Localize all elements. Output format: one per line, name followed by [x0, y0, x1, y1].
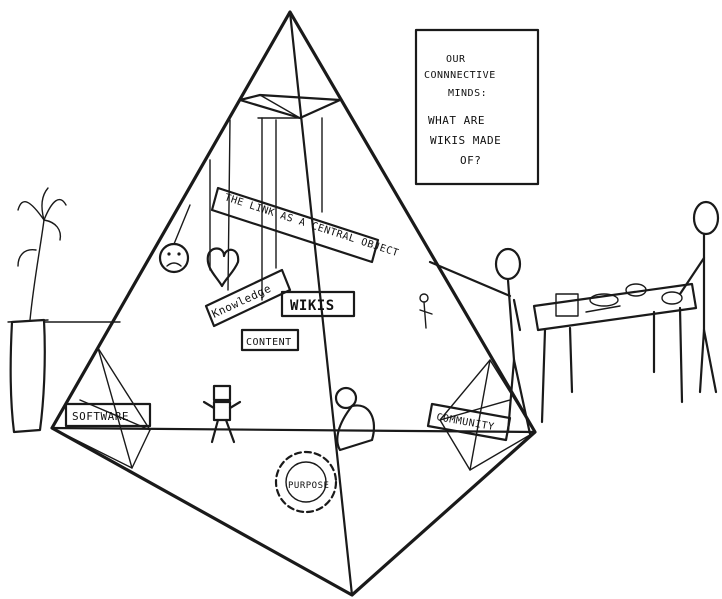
central-object-label: THE LINK AS A CENTRAL OBJECT	[223, 192, 400, 259]
poster-line-4: WHAT ARE	[428, 114, 485, 127]
table	[534, 284, 696, 422]
poster-line-6: OF?	[460, 154, 481, 167]
potted-plant	[8, 188, 66, 432]
poster-line-1: OUR	[446, 54, 466, 65]
small-hanging-figure	[420, 294, 432, 328]
poster-line-5: WIKIS MADE	[430, 134, 501, 147]
robot-figure	[204, 386, 240, 442]
poster-line-2: CONNNECTIVE	[424, 70, 496, 81]
software-label: SOFTWARE	[72, 410, 129, 423]
purpose-label: PURPOSE	[288, 481, 329, 491]
heart-icon	[208, 249, 238, 287]
person-at-table	[680, 202, 718, 392]
poster-line-3: MINDS:	[448, 88, 487, 99]
poster-text: OUR CONNNECTIVE MINDS: WHAT ARE WIKIS MA…	[424, 54, 501, 167]
content-label: CONTENT	[246, 337, 292, 348]
kneeling-person	[336, 388, 374, 450]
wikis-label: WIKIS	[290, 298, 335, 314]
